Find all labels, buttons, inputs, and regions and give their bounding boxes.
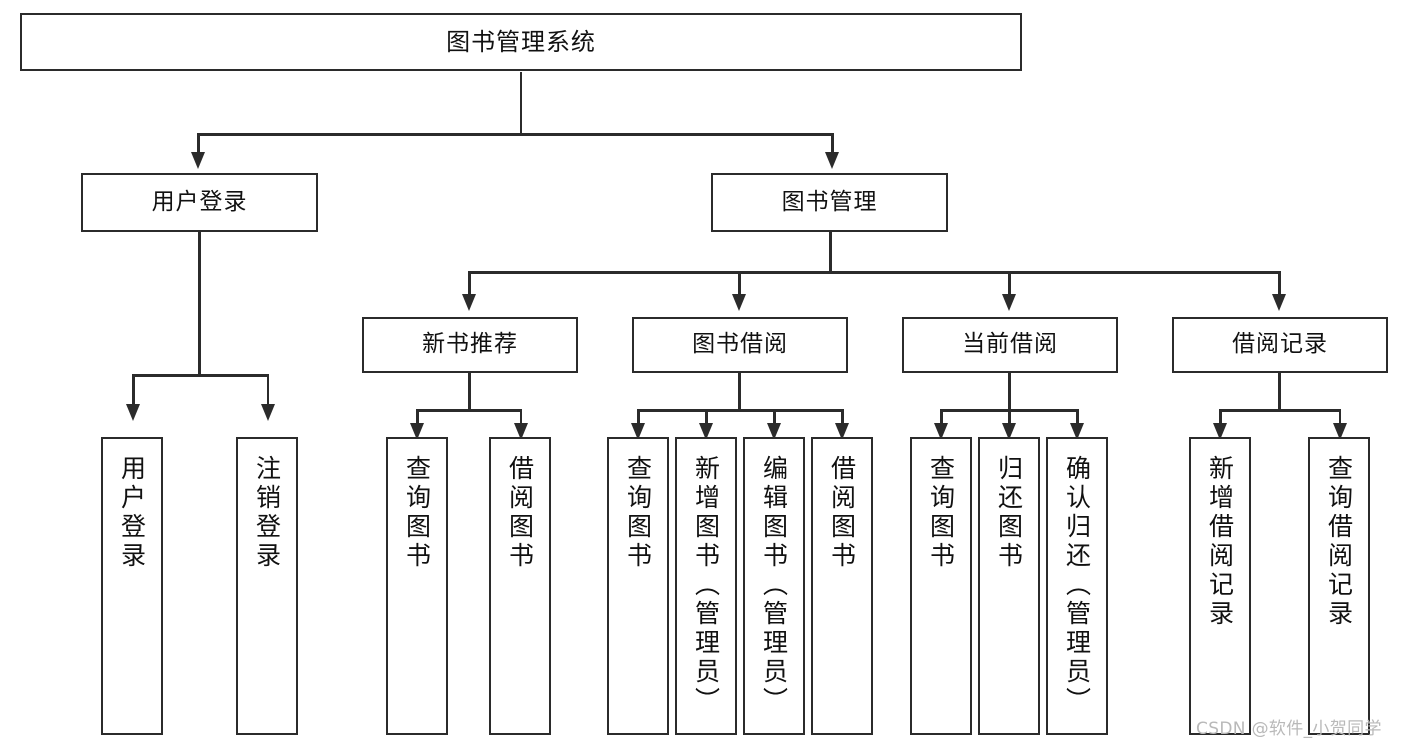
edge-new-book-rec-drop-1 — [416, 409, 419, 426]
node-leaf-borrow-book-b-label: 借阅图书 — [827, 455, 857, 571]
arrow-borrow-record-leaf-1 — [1213, 423, 1227, 440]
node-current-borrow[interactable]: 当前借阅 — [902, 317, 1118, 373]
edge-book-manage-drop-1 — [468, 271, 471, 296]
node-leaf-add-record-label: 新增借阅记录 — [1205, 455, 1235, 629]
edge-user-login-bus — [132, 374, 269, 377]
node-leaf-edit-book-label: 编辑图书（管理员） — [759, 455, 789, 716]
node-leaf-query-book-c[interactable]: 查询图书 — [910, 437, 972, 735]
csdn-watermark: CSDN @软件_小贺同学 — [1196, 719, 1382, 739]
edge-book-borrow-drop-2 — [705, 409, 708, 426]
arrow-book-borrow-leaf-2 — [699, 423, 713, 440]
arrow-new-book-rec-leaf-1 — [410, 423, 424, 440]
arrow-current-borrow-leaf-3 — [1070, 423, 1084, 440]
arrow-book-manage-borrow-record — [1272, 294, 1286, 311]
edge-user-login-drop-2 — [266, 374, 269, 406]
arrow-new-book-rec-leaf-2 — [514, 423, 528, 440]
node-borrow-record-label: 借阅记录 — [1232, 331, 1328, 358]
node-leaf-user-login-label: 用户登录 — [117, 455, 147, 571]
arrow-root-to-user-login — [191, 152, 205, 169]
edge-current-borrow-drop-3 — [1076, 409, 1079, 426]
arrow-user-login-leaf-1 — [126, 404, 140, 421]
arrow-user-login-leaf-2 — [261, 404, 275, 421]
edge-borrow-record-drop-1 — [1219, 409, 1222, 426]
edge-current-borrow-stem — [1008, 373, 1011, 411]
node-leaf-return-book[interactable]: 归还图书 — [978, 437, 1040, 735]
edge-book-borrow-bus — [637, 409, 843, 412]
edge-root-to-book-manage-drop — [831, 133, 834, 155]
edge-borrow-record-drop-2 — [1338, 409, 1341, 426]
arrow-book-manage-book-borrow — [732, 294, 746, 311]
node-leaf-query-book-b-label: 查询图书 — [623, 455, 653, 571]
edge-book-borrow-drop-4 — [841, 409, 844, 426]
node-user-login[interactable]: 用户登录 — [81, 173, 318, 232]
node-book-borrow-label: 图书借阅 — [692, 331, 788, 358]
edge-new-book-rec-stem — [468, 373, 471, 411]
node-leaf-confirm-return[interactable]: 确认归还（管理员） — [1046, 437, 1108, 735]
edge-book-borrow-drop-1 — [637, 409, 640, 426]
edge-book-manage-drop-4 — [1278, 271, 1281, 296]
node-leaf-query-book-a[interactable]: 查询图书 — [386, 437, 448, 735]
node-user-login-label: 用户登录 — [151, 188, 248, 215]
arrow-borrow-record-leaf-2 — [1333, 423, 1347, 440]
node-leaf-query-book-b[interactable]: 查询图书 — [607, 437, 669, 735]
edge-book-manage-drop-2 — [738, 271, 741, 296]
node-book-manage-label: 图书管理 — [781, 188, 878, 215]
edge-root-stem — [519, 72, 522, 134]
edge-book-borrow-stem — [738, 373, 741, 411]
node-leaf-borrow-book-a[interactable]: 借阅图书 — [489, 437, 551, 735]
node-leaf-borrow-book-a-label: 借阅图书 — [505, 455, 535, 571]
edge-new-book-rec-drop-2 — [519, 409, 522, 426]
arrow-book-borrow-leaf-4 — [835, 423, 849, 440]
node-book-borrow[interactable]: 图书借阅 — [632, 317, 848, 373]
node-leaf-query-book-c-label: 查询图书 — [926, 455, 956, 571]
edge-borrow-record-stem — [1278, 373, 1281, 411]
node-leaf-user-login[interactable]: 用户登录 — [101, 437, 163, 735]
edge-root-to-user-login-drop — [197, 133, 200, 155]
edge-root-bus — [197, 133, 833, 136]
node-new-book-rec[interactable]: 新书推荐 — [362, 317, 578, 373]
node-borrow-record[interactable]: 借阅记录 — [1172, 317, 1388, 373]
arrow-current-borrow-leaf-2 — [1002, 423, 1016, 440]
edge-current-borrow-drop-1 — [940, 409, 943, 426]
node-leaf-logout[interactable]: 注销登录 — [236, 437, 298, 735]
edge-book-borrow-drop-3 — [773, 409, 776, 426]
edge-current-borrow-drop-2 — [1008, 409, 1011, 426]
arrow-root-to-book-manage — [825, 152, 839, 169]
node-leaf-query-record-label: 查询借阅记录 — [1324, 455, 1354, 629]
node-leaf-query-record[interactable]: 查询借阅记录 — [1308, 437, 1370, 735]
node-current-borrow-label: 当前借阅 — [962, 331, 1058, 358]
node-leaf-add-record[interactable]: 新增借阅记录 — [1189, 437, 1251, 735]
node-root-label: 图书管理系统 — [446, 27, 596, 56]
node-root[interactable]: 图书管理系统 — [20, 13, 1022, 71]
arrow-book-manage-new-book-rec — [462, 294, 476, 311]
node-leaf-return-book-label: 归还图书 — [994, 455, 1024, 571]
edge-borrow-record-bus — [1219, 409, 1341, 412]
arrow-current-borrow-leaf-1 — [934, 423, 948, 440]
node-leaf-query-book-a-label: 查询图书 — [402, 455, 432, 571]
edge-new-book-rec-bus — [416, 409, 522, 412]
node-leaf-add-book[interactable]: 新增图书（管理员） — [675, 437, 737, 735]
edge-book-manage-bus — [468, 271, 1280, 274]
arrow-book-manage-current-borrow — [1002, 294, 1016, 311]
node-leaf-confirm-return-label: 确认归还（管理员） — [1062, 455, 1092, 716]
node-leaf-logout-label: 注销登录 — [252, 455, 282, 571]
edge-user-login-drop-1 — [132, 374, 135, 406]
node-new-book-rec-label: 新书推荐 — [422, 331, 518, 358]
arrow-book-borrow-leaf-3 — [767, 423, 781, 440]
edge-book-manage-stem — [829, 232, 832, 273]
node-book-manage[interactable]: 图书管理 — [711, 173, 948, 232]
node-leaf-edit-book[interactable]: 编辑图书（管理员） — [743, 437, 805, 735]
node-leaf-borrow-book-b[interactable]: 借阅图书 — [811, 437, 873, 735]
node-leaf-add-book-label: 新增图书（管理员） — [691, 455, 721, 716]
edge-user-login-stem — [198, 232, 201, 376]
arrow-book-borrow-leaf-1 — [631, 423, 645, 440]
edge-book-manage-drop-3 — [1008, 271, 1011, 296]
